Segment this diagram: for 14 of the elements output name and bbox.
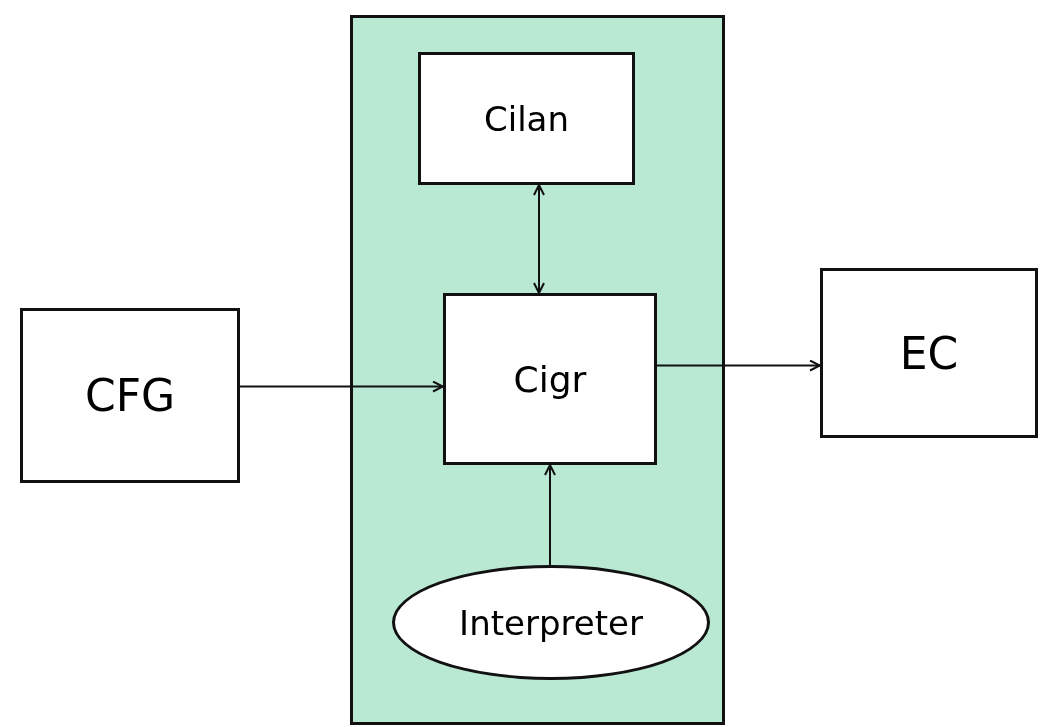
node-label: Cilan — [484, 98, 569, 139]
node-label: Interpreter — [459, 602, 643, 643]
arrow — [533, 184, 545, 294]
arrow — [239, 380, 444, 393]
process-box — [418, 52, 635, 185]
process-box — [20, 308, 240, 483]
node-label: CFG — [84, 370, 176, 421]
arrow — [544, 464, 556, 566]
node-label: EC — [899, 327, 959, 379]
arrow — [656, 359, 821, 372]
group-panel — [350, 15, 725, 725]
process-box — [820, 268, 1038, 438]
process-box — [443, 293, 657, 465]
node-label: Cigr — [513, 358, 587, 400]
